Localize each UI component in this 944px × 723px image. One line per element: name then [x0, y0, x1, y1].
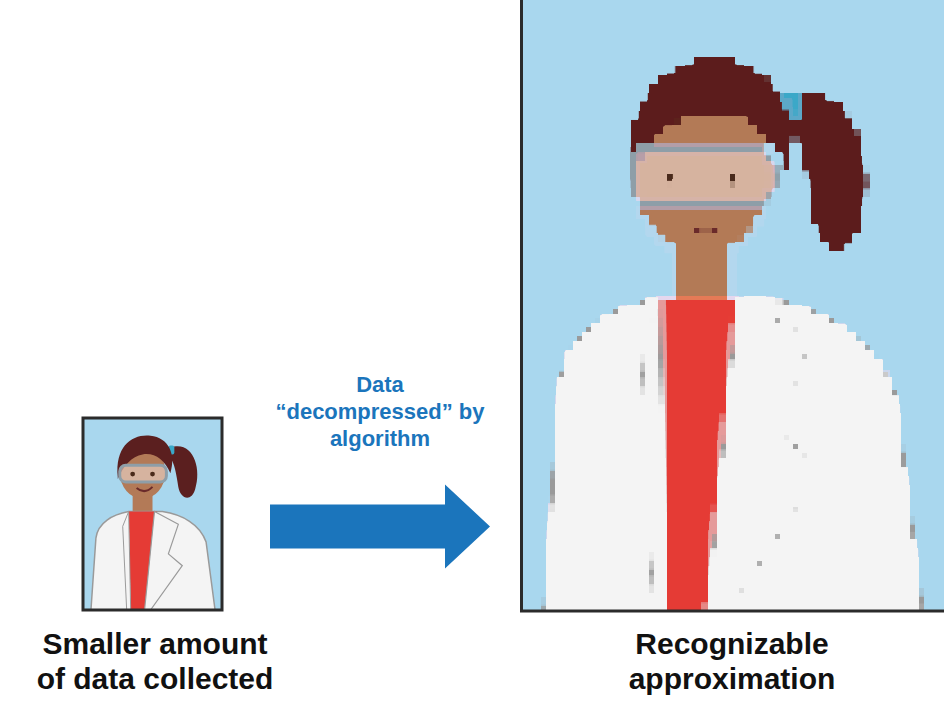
picture-panel: Smaller amount of data collected: [5, 418, 305, 696]
scientist-figure: [520, 0, 944, 612]
picture-frame: [522, 0, 944, 611]
picture-caption: Smaller amount of data collected: [28, 626, 283, 696]
scientist-figure: [83, 418, 222, 610]
picture-panel: Recognizable approximation: [520, 0, 944, 696]
picture-frame-area: [83, 418, 222, 610]
small-picture: [83, 418, 222, 610]
picture-frame-area: [520, 0, 944, 612]
picture-frame: [83, 418, 222, 610]
arrow-label: Data “decompressed” by algorithm: [275, 371, 485, 452]
pixelated-figure: [520, 0, 944, 612]
block-arrow: [270, 484, 490, 568]
picture-caption: Recognizable approximation: [607, 626, 857, 696]
large-picture: [520, 0, 944, 612]
